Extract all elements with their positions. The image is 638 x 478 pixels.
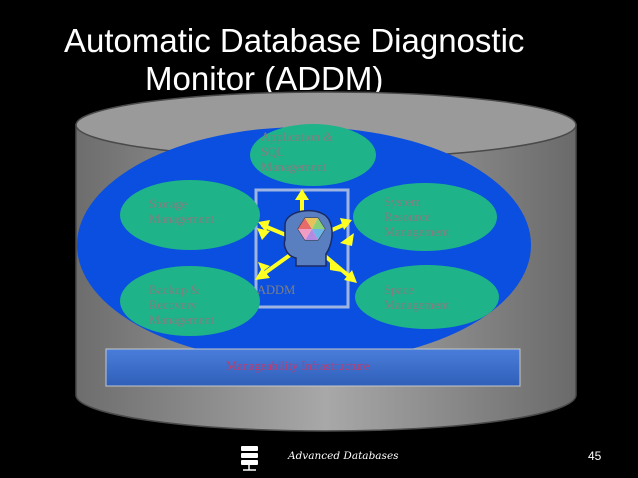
label-infrastructure: Manageability Infrastructure [226,359,370,373]
node-backup [120,266,260,336]
node-app-sql [250,124,376,186]
label-backup: Backup & Recovery Management [149,283,215,327]
label-space: Space Management [384,283,450,312]
arrows [255,189,357,283]
footer-course-title: Advanced Databases [288,450,399,462]
label-app-sql: Application & SQL Management [261,130,333,174]
node-system [353,183,497,251]
footer-database-icon [241,446,258,471]
infrastructure-bar [105,348,521,387]
brain-head-icon [283,209,333,267]
node-storage [120,180,260,250]
title-line-2: Monitor (ADDM) [145,60,384,97]
arrow-heads [257,228,354,272]
title-line-1: Automatic Database Diagnostic [64,22,525,59]
page-number: 45 [588,449,602,463]
label-addm: ADDM [257,283,296,297]
slide-title: Automatic Database Diagnostic Monitor (A… [0,22,638,98]
label-system: System Resource Management [384,195,450,239]
node-space [355,265,499,329]
label-storage: Storage Management [149,197,215,226]
